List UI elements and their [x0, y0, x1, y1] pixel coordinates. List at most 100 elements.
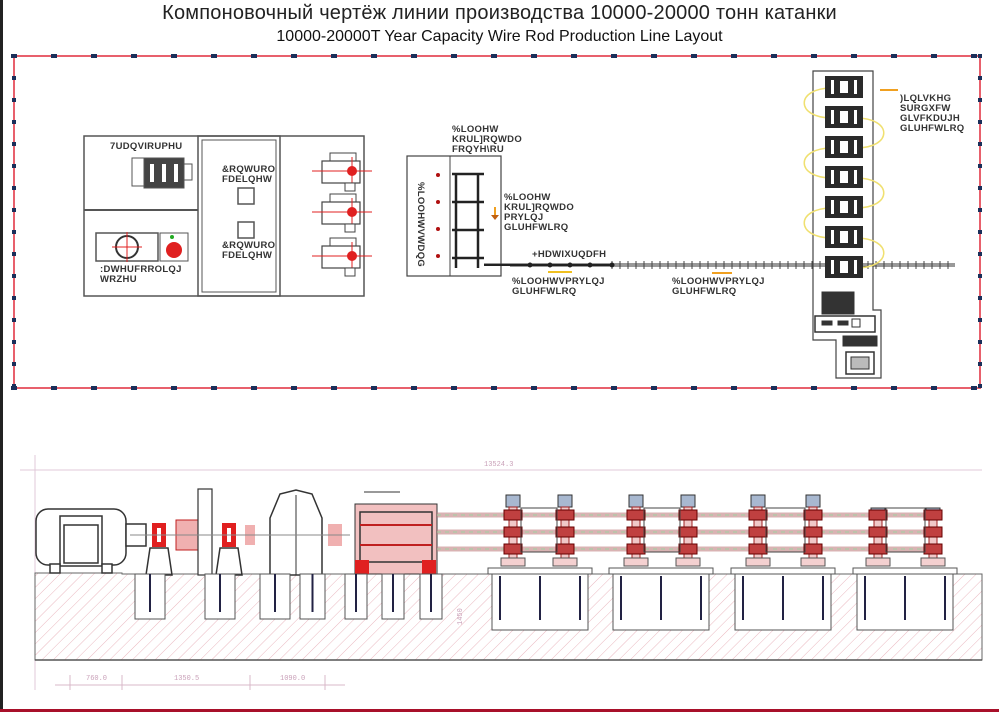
roll-chock	[555, 509, 575, 521]
mill-stand-slot	[854, 170, 857, 184]
boundary-marker	[211, 54, 217, 58]
mill-stand-core	[840, 81, 848, 93]
boundary-marker	[12, 362, 16, 366]
roll-chock	[748, 509, 768, 521]
label-billet-moving-d: GLUHFWLRQ	[504, 222, 568, 233]
mill-stand-core	[840, 201, 848, 213]
mill-stand-slot	[854, 80, 857, 94]
roller-node	[587, 262, 593, 268]
stand-base	[552, 557, 578, 567]
boundary-marker	[978, 186, 982, 190]
boundary-marker	[171, 386, 177, 390]
roll-chock	[626, 543, 646, 555]
mill-stand-core	[840, 111, 848, 123]
roll-chock	[555, 526, 575, 538]
boundary-marker	[291, 54, 297, 58]
depth-dimension: 1450	[457, 608, 465, 625]
boundary-marker	[851, 386, 857, 390]
boundary-marker	[91, 54, 97, 58]
roll-chock	[678, 526, 698, 538]
boundary-marker	[12, 230, 16, 234]
boundary-marker	[971, 54, 977, 58]
label-water-cooling-tower: :DWHUFRROLQJ	[100, 264, 182, 275]
label-finished-b: SURGXFW	[900, 103, 951, 114]
frame-left-border	[0, 0, 3, 712]
base-plate	[852, 567, 958, 575]
label-water-cooling-tower-2: WRZHU	[100, 274, 137, 285]
roll-chock	[868, 509, 888, 521]
mill-stand-slot	[854, 110, 857, 124]
label-billet-conveyor-c: FRQYH\RU	[452, 144, 504, 155]
boundary-marker	[12, 384, 16, 388]
boundary-markers	[11, 54, 982, 390]
roll-chock	[678, 509, 698, 521]
mill-stand-slot	[854, 140, 857, 154]
boundary-marker	[12, 164, 16, 168]
boundary-marker	[331, 386, 337, 390]
label-billet-moving-a: %LOOHW	[504, 192, 551, 203]
roll-chock	[803, 509, 823, 521]
roller-node	[609, 262, 615, 268]
boundary-marker	[978, 164, 982, 168]
stand-housing	[873, 519, 883, 563]
mill-stand-slot	[854, 230, 857, 244]
roll-frame	[643, 507, 681, 553]
boundary-marker	[171, 54, 177, 58]
boundary-marker	[131, 386, 137, 390]
boundary-marker	[12, 186, 16, 190]
label-control-cabinet-1b: FDELQHW	[222, 174, 272, 185]
label-control-cabinet-2b: FDELQHW	[222, 250, 272, 261]
boundary-marker	[211, 386, 217, 390]
label-finished-c: GLVFKDUJH	[900, 113, 960, 124]
boundary-marker	[571, 386, 577, 390]
roller-node	[547, 262, 553, 268]
main-motor	[35, 508, 147, 574]
arrow-down-icon	[491, 207, 499, 220]
plan-boundary	[11, 54, 982, 390]
mill-stand-core	[840, 171, 848, 183]
boundary-marker	[978, 318, 982, 322]
boundary-marker	[651, 54, 657, 58]
boundary-marker	[571, 54, 577, 58]
boundary-marker	[531, 54, 537, 58]
boundary-marker	[451, 54, 457, 58]
boundary-marker	[978, 76, 982, 80]
coupling-group	[130, 488, 350, 576]
electrical-room	[83, 135, 365, 297]
label-billets-moving-1b: GLUHFWLRQ	[512, 286, 576, 297]
label-billet-moving-b: KRUL]RQWDO	[504, 202, 574, 213]
dimension-label: 760.0	[86, 675, 107, 683]
mill-stand-core	[840, 231, 848, 243]
roller-node	[527, 262, 533, 268]
frame-bottom-border	[0, 709, 999, 712]
boundary-marker	[12, 208, 16, 212]
base-plate	[487, 567, 593, 575]
mill-stand-slot	[854, 260, 857, 274]
roll-chock	[555, 543, 575, 555]
boundary-marker	[891, 54, 897, 58]
rolling-loop	[803, 207, 833, 239]
motor-foot	[344, 223, 356, 233]
boundary-marker	[811, 386, 817, 390]
label-billet-stand: %LOOHWVWDQG	[415, 182, 426, 267]
stand-screw	[680, 494, 696, 508]
boundary-marker	[451, 386, 457, 390]
mill-stand-slot	[854, 200, 857, 214]
roll-chock	[748, 543, 768, 555]
dimension-label: 1090.0	[280, 675, 305, 683]
transformer-icon	[131, 157, 193, 189]
stand-base	[745, 557, 771, 567]
boundary-marker	[12, 296, 16, 300]
boundary-marker	[651, 386, 657, 390]
boundary-marker	[12, 98, 16, 102]
motor-foot	[344, 267, 356, 277]
boundary-marker	[811, 54, 817, 58]
boundary-marker	[731, 54, 737, 58]
boundary-marker	[851, 54, 857, 58]
label-control-cabinet-1a: &RQWURO	[222, 164, 275, 175]
roll-chock	[923, 509, 943, 521]
boundary-marker	[251, 386, 257, 390]
mill-stand-slot	[831, 230, 834, 244]
boundary-marker	[12, 54, 16, 58]
